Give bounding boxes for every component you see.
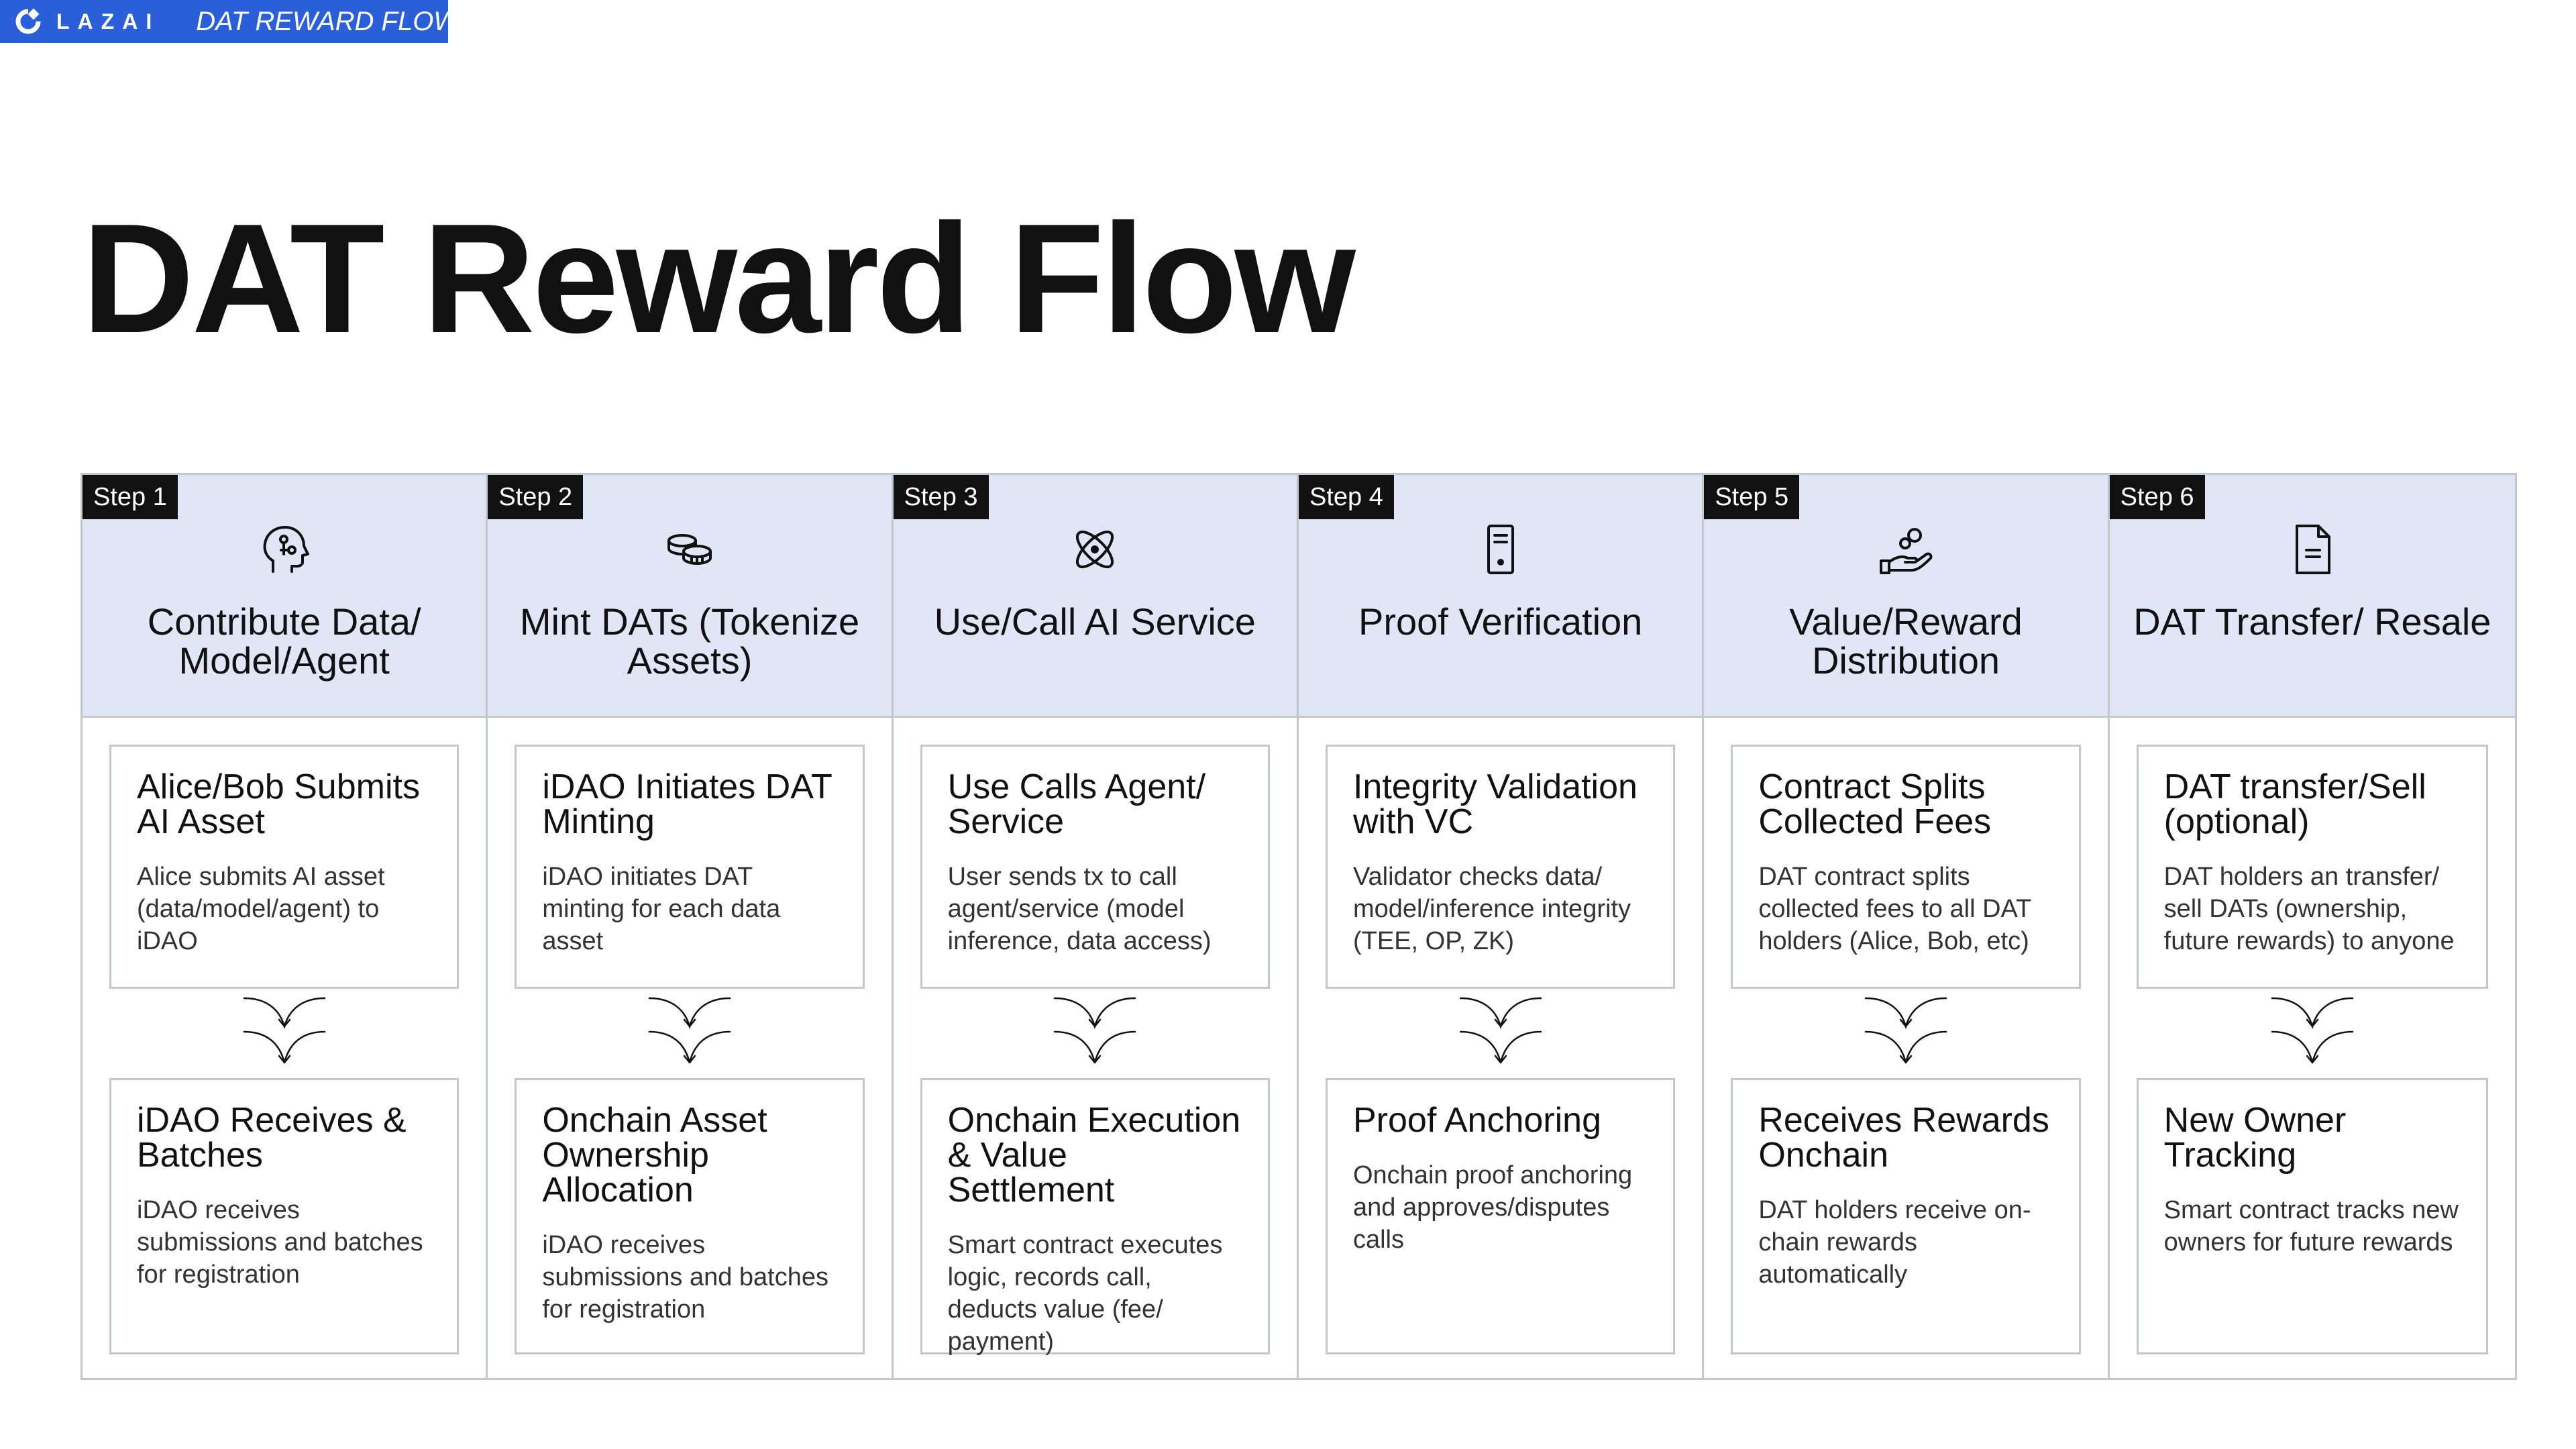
step-header: Step 2 Mint DATs (Tokenize Assets) — [488, 475, 892, 718]
step-badge: Step 6 — [2109, 475, 2205, 519]
step-card-bottom: iDAO Receives & Batches iDAO receives su… — [109, 1078, 460, 1354]
step-badge: Step 1 — [83, 475, 178, 519]
step-card-bottom: Proof Anchoring Onchain proof anchoring … — [1325, 1078, 1676, 1354]
flow-arrow-icon — [1859, 993, 1953, 1073]
card-desc: DAT holders receive on- chain rewards au… — [1758, 1196, 2031, 1289]
step-title: DAT Transfer/ Resale — [2133, 600, 2491, 643]
coins-stack-icon — [659, 519, 720, 580]
step-badge: Step 4 — [1298, 475, 1394, 519]
card-title: Proof Anchoring — [1352, 1101, 1602, 1140]
reward-flow-diagram: Step 1 Contribute Data/ Model/Agent Alic… — [80, 473, 2517, 1380]
step-card-top: Alice/Bob Submits AI Asset Alice submits… — [109, 745, 460, 989]
step-card-top: Use Calls Agent/ Service User sends tx t… — [920, 745, 1270, 989]
step-title: Proof Verification — [1358, 600, 1643, 643]
step-body: iDAO Initiates DAT Minting iDAO initiate… — [488, 718, 891, 1378]
brand-name: LAZAI — [56, 9, 160, 34]
step-card-top: Integrity Validation with VC Validator c… — [1325, 745, 1676, 989]
step-column-4: Step 4 Proof Verification Integrity Vali… — [1298, 475, 1705, 1378]
step-header: Step 5 Value/Reward Distribution — [1704, 475, 2108, 718]
step-card-bottom: Receives Rewards Onchain DAT holders rec… — [1731, 1078, 2081, 1354]
step-card-top: iDAO Initiates DAT Minting iDAO initiate… — [515, 745, 865, 989]
step-column-5: Step 5 Value/Reward Distribution Contrac… — [1704, 475, 2110, 1378]
step-header: Step 4 Proof Verification — [1298, 475, 1703, 718]
card-desc: iDAO initiates DAT minting for each data… — [542, 863, 781, 955]
card-desc: Alice submits AI asset (data/model/agent… — [137, 863, 385, 955]
step-body: Contract Splits Collected Fees DAT contr… — [1704, 718, 2107, 1378]
step-card-bottom: New Owner Tracking Smart contract tracks… — [2136, 1078, 2488, 1354]
step-body: Alice/Bob Submits AI Asset Alice submits… — [83, 718, 486, 1378]
hand-coins-icon — [1876, 519, 1936, 580]
card-title: DAT transfer/Sell (optional) — [2163, 767, 2426, 841]
lazai-logo-icon — [15, 8, 42, 34]
step-card-top: Contract Splits Collected Fees DAT contr… — [1731, 745, 2081, 989]
card-desc: iDAO receives submissions and batches fo… — [137, 1196, 423, 1289]
step-column-6: Step 6 DAT Transfer/ Resale DAT transfer… — [2109, 475, 2515, 1378]
brand-subtitle: DAT REWARD FLOW — [196, 6, 460, 36]
step-body: Use Calls Agent/ Service User sends tx t… — [894, 718, 1297, 1378]
card-title: Integrity Validation with VC — [1352, 767, 1638, 841]
step-column-1: Step 1 Contribute Data/ Model/Agent Alic… — [83, 475, 488, 1378]
document-icon — [2282, 519, 2343, 580]
card-desc: Onchain proof anchoring and approves/dis… — [1352, 1161, 1633, 1254]
card-title: Onchain Execution & Value Settlement — [947, 1101, 1241, 1210]
brand-tab: LAZAI DAT REWARD FLOW — [0, 0, 459, 43]
card-desc: iDAO receives submissions and batches fo… — [542, 1231, 829, 1324]
step-column-3: Step 3 Use/Call AI Service Use Calls Age… — [893, 475, 1299, 1378]
card-desc: DAT holders an transfer/ sell DATs (owne… — [2163, 863, 2455, 955]
step-title: Mint DATs (Tokenize Assets) — [519, 600, 860, 682]
step-title: Use/Call AI Service — [934, 600, 1256, 643]
card-desc: Validator checks data/ model/inference i… — [1352, 863, 1631, 955]
step-column-2: Step 2 Mint DATs (Tokenize Assets) iDAO … — [488, 475, 894, 1378]
step-card-bottom: Onchain Execution & Value Settlement Sma… — [920, 1078, 1270, 1356]
step-title: Contribute Data/ Model/Agent — [147, 600, 421, 682]
step-badge: Step 5 — [1704, 475, 1800, 519]
step-header: Step 1 Contribute Data/ Model/Agent — [83, 475, 486, 718]
flow-arrow-icon — [1454, 993, 1548, 1073]
brand-logo: LAZAI — [15, 8, 160, 35]
atom-icon — [1065, 519, 1125, 580]
flow-arrow-icon — [237, 993, 331, 1073]
card-desc: DAT contract splits collected fees to al… — [1758, 863, 2031, 955]
step-badge: Step 3 — [893, 475, 989, 519]
flow-arrow-icon — [2265, 993, 2359, 1073]
step-header: Step 3 Use/Call AI Service — [893, 475, 1297, 718]
brain-head-icon — [254, 519, 315, 580]
card-title: Contract Splits Collected Fees — [1758, 767, 1992, 841]
server-device-icon — [1470, 519, 1531, 580]
card-title: Receives Rewards Onchain — [1758, 1101, 2049, 1175]
step-body: Integrity Validation with VC Validator c… — [1299, 718, 1702, 1378]
step-card-top: DAT transfer/Sell (optional) DAT holders… — [2136, 745, 2488, 989]
step-body: DAT transfer/Sell (optional) DAT holders… — [2110, 718, 2515, 1378]
card-title: Onchain Asset Ownership Allocation — [542, 1101, 767, 1210]
card-desc: Smart contract executes logic, records c… — [947, 1231, 1223, 1356]
card-title: iDAO Receives & Batches — [137, 1101, 407, 1175]
flow-arrow-icon — [1048, 993, 1142, 1073]
card-title: Alice/Bob Submits AI Asset — [137, 767, 420, 841]
card-desc: Smart contract tracks new owners for fut… — [2163, 1196, 2459, 1256]
step-badge: Step 2 — [488, 475, 584, 519]
card-title: Use Calls Agent/ Service — [947, 767, 1206, 841]
step-title: Value/Reward Distribution — [1789, 600, 2023, 682]
page-title: DAT Reward Flow — [82, 192, 1356, 366]
flow-arrow-icon — [643, 993, 737, 1073]
step-card-bottom: Onchain Asset Ownership Allocation iDAO … — [515, 1078, 865, 1354]
step-header: Step 6 DAT Transfer/ Resale — [2109, 475, 2515, 718]
card-title: iDAO Initiates DAT Minting — [542, 767, 832, 841]
card-desc: User sends tx to call agent/service (mod… — [947, 863, 1212, 955]
card-title: New Owner Tracking — [2163, 1101, 2347, 1175]
